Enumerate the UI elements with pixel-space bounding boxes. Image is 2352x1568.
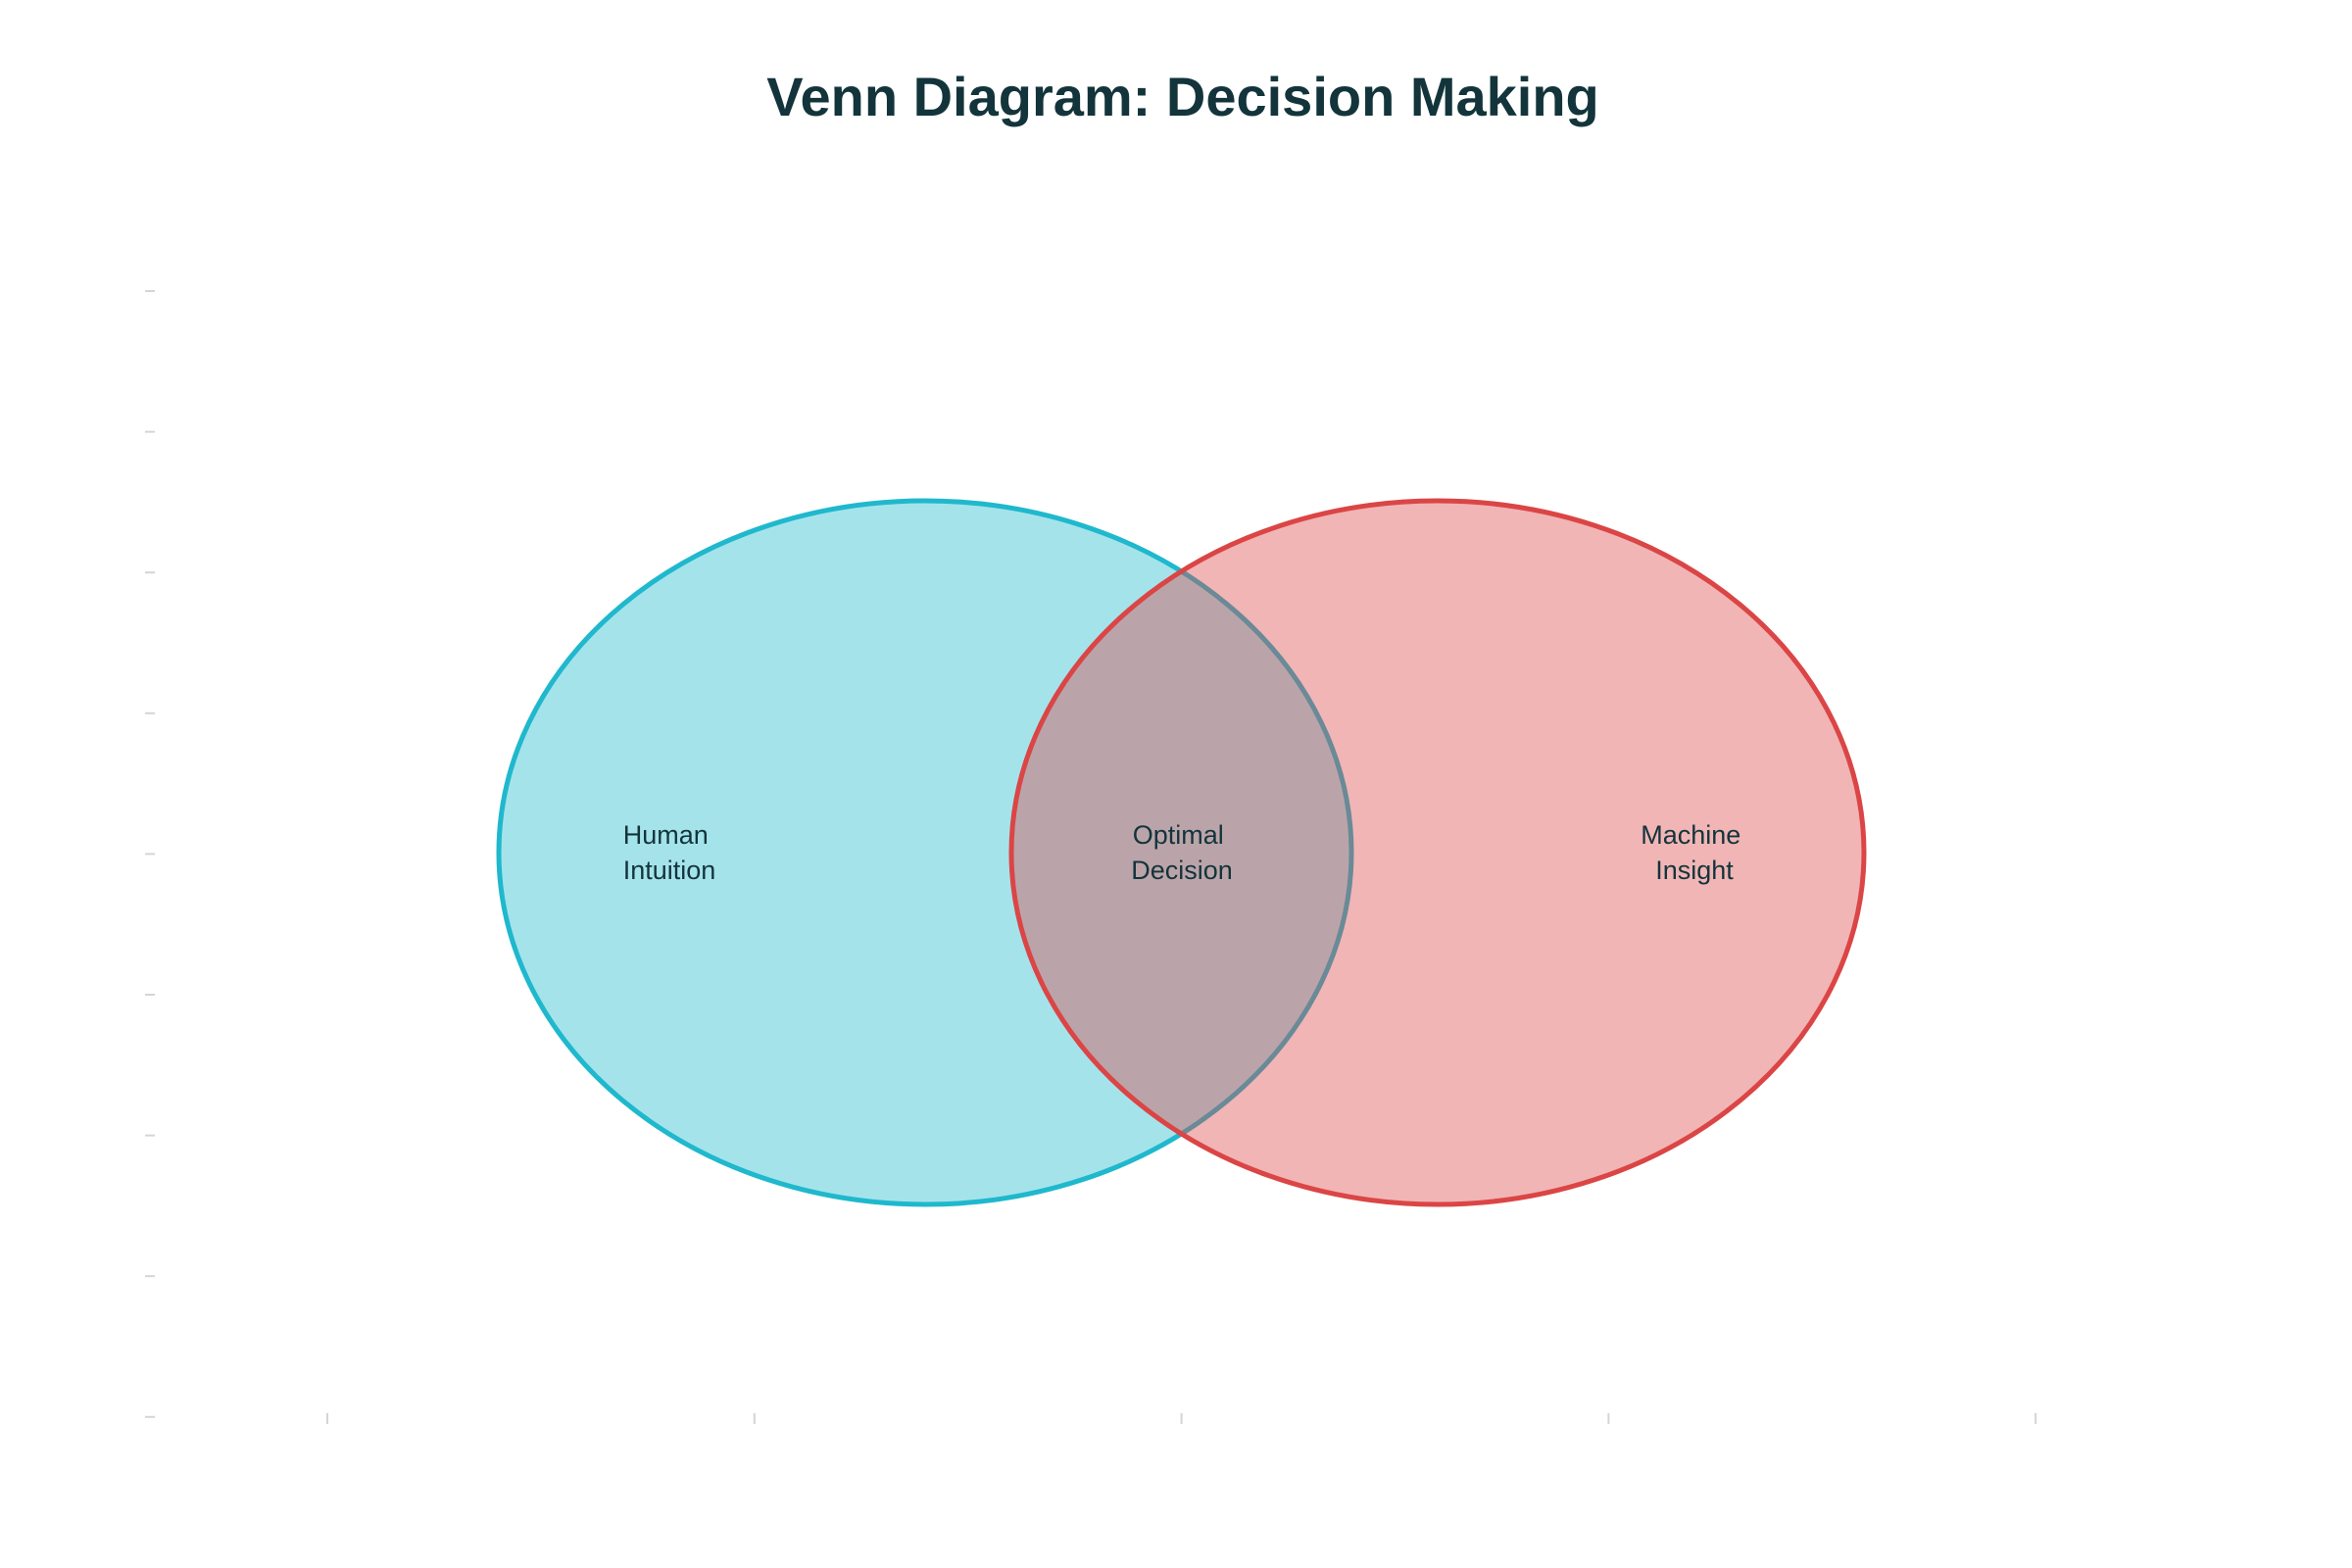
- label-optimal-decision: Optimal Decision: [1131, 820, 1233, 885]
- set-human-intuition-outline: [496, 498, 1354, 1207]
- label-human-intuition: Human Intuition: [623, 820, 716, 885]
- set-machine-insight: [1008, 498, 1867, 1207]
- axis-ticks: [145, 290, 2037, 1424]
- set-human-intuition-fill: [499, 501, 1351, 1204]
- label-machine-insight: Machine Insight: [1641, 820, 1748, 885]
- chart-title: Venn Diagram: Decision Making: [766, 66, 1599, 127]
